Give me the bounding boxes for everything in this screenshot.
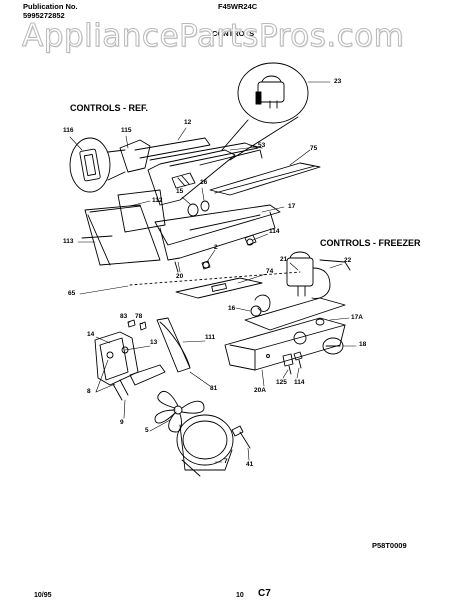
fan-motor-part-7 (176, 414, 234, 477)
part-label: 18 (359, 341, 367, 348)
part-label: 125 (276, 379, 287, 386)
section-title: CONTROLS (212, 29, 255, 38)
part-label: 9 (120, 419, 124, 426)
part-label: 112 (152, 197, 163, 204)
part-label: 20A (254, 387, 266, 394)
part-label: 7 (224, 458, 228, 465)
part-label: 41 (246, 461, 254, 468)
part-label: 75 (310, 145, 318, 152)
part-label: 115 (121, 127, 132, 134)
controls-ref-label: CONTROLS - REF. (70, 103, 148, 113)
publication-label: Publication No. (23, 2, 78, 11)
part-label: 5 (145, 427, 149, 434)
part-label: 13 (150, 339, 158, 346)
screw-part-41 (231, 425, 251, 449)
part-label: 53 (258, 142, 266, 149)
watermark-text: AppliancePartsPros.com (21, 18, 405, 55)
ref-control-housing (119, 137, 263, 206)
part-label: 8 (87, 388, 91, 395)
panel-parts-112-113 (81, 189, 166, 266)
rail-part-75 (209, 162, 321, 196)
part-label: 116 (63, 127, 74, 134)
part-label: 17A (351, 314, 363, 321)
controls-freezer-label: CONTROLS - FREEZER (320, 238, 421, 248)
part-label: 12 (184, 119, 192, 126)
screws-83-78 (127, 319, 147, 331)
part-label: 83 (120, 313, 128, 320)
part-label: 114 (269, 228, 280, 235)
leader-lines (69, 81, 357, 463)
freezer-control-housing (175, 251, 351, 371)
ref-lower-housing (154, 200, 281, 273)
timer-part-23 (221, 62, 309, 161)
part-label: 113 (63, 238, 74, 245)
footer-date: 10/95 (34, 592, 52, 599)
part-label: 16 (200, 179, 208, 186)
fan-blade-part-5 (154, 390, 205, 433)
freezer-knob-part-18 (322, 337, 344, 355)
model-number: F45WR24C (218, 2, 258, 11)
part-label: 20 (176, 273, 184, 280)
part-label: 81 (210, 385, 218, 392)
small-parts-125-114 (282, 351, 303, 375)
publication-number: 5995272852 (23, 11, 65, 20)
footer-page: 10 (236, 592, 244, 599)
part-label: 21 (280, 256, 288, 263)
part-label: 2 (214, 244, 218, 251)
part-label: 65 (68, 290, 76, 297)
drawing-number: P58T0009 (372, 541, 407, 550)
knob-part-116 (69, 137, 126, 193)
part-label: 14 (87, 331, 95, 338)
wire-part-111 (156, 317, 191, 373)
part-label: 111 (205, 334, 216, 341)
part-label: 23 (334, 78, 342, 85)
part-label: 15 (176, 188, 184, 195)
part-label: 17 (288, 203, 296, 210)
part-label: 74 (266, 268, 274, 275)
part-label: 78 (135, 313, 143, 320)
part-label: 22 (344, 257, 352, 264)
part-label: 114 (294, 379, 305, 386)
part-label: 16 (228, 305, 236, 312)
fan-bracket-13-14 (94, 331, 166, 401)
footer-code: C7 (258, 588, 271, 599)
dotted-leader (129, 271, 301, 286)
